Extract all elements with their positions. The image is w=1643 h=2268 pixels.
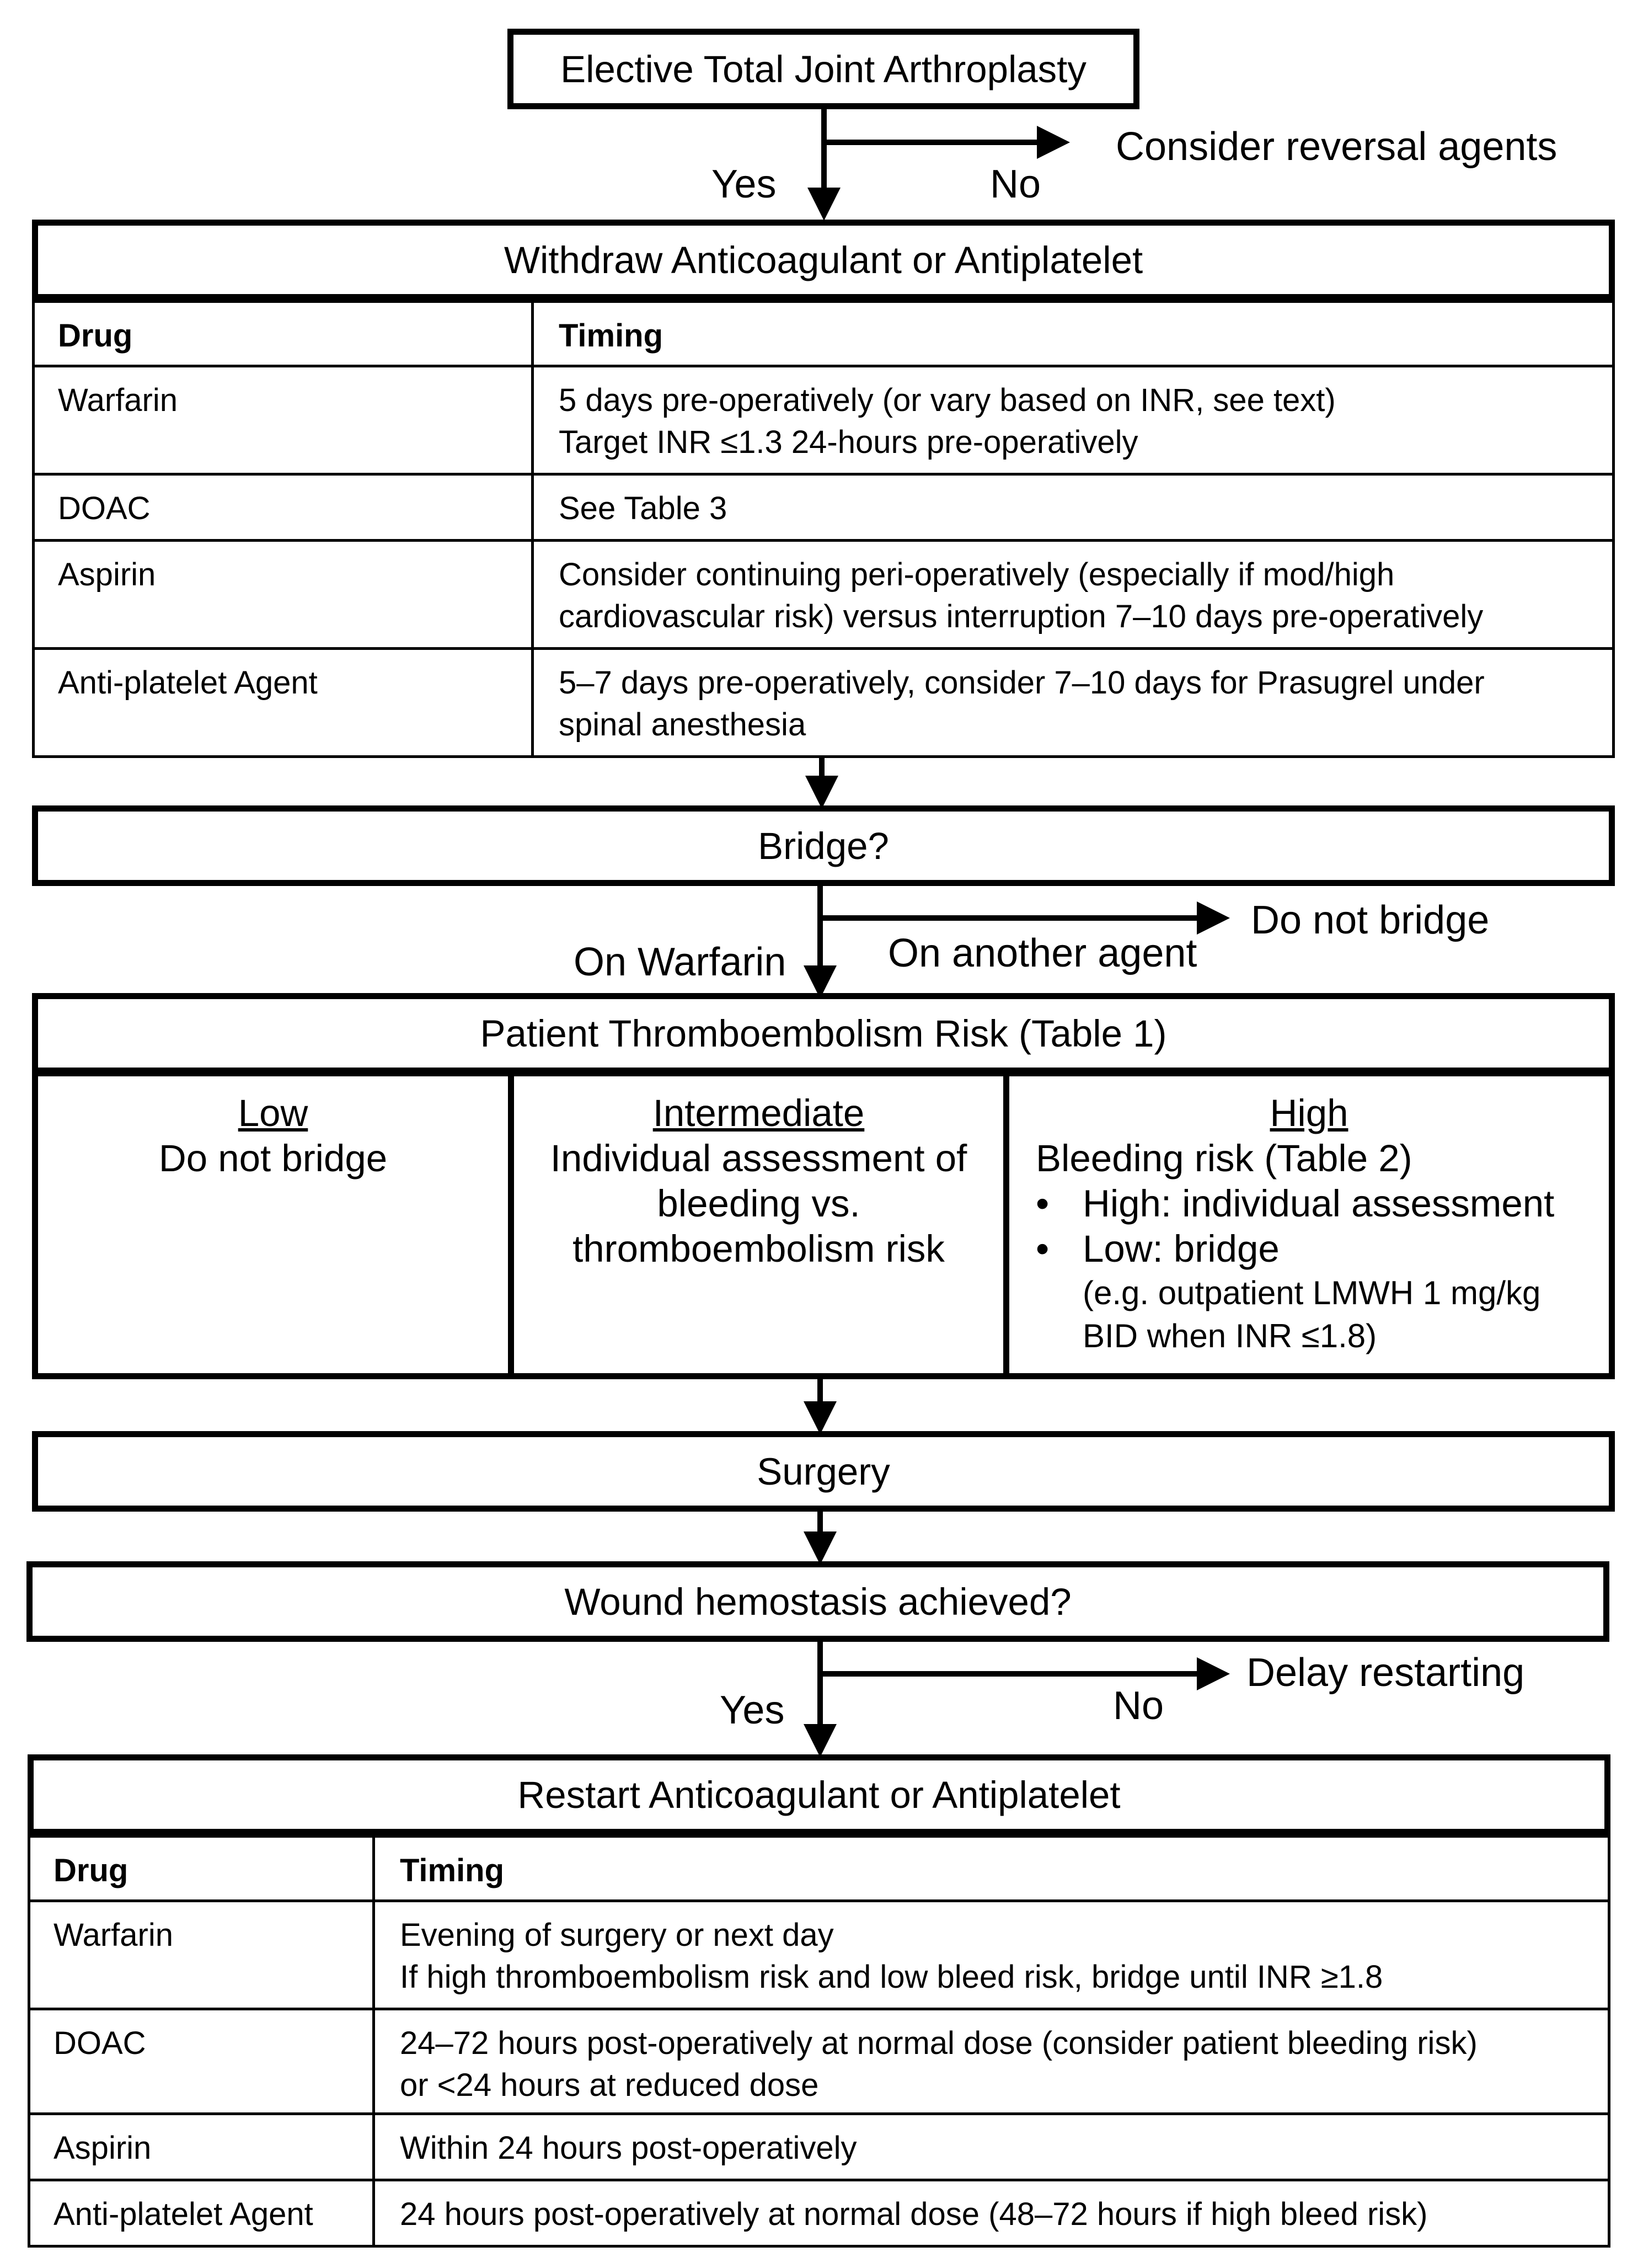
restart-title-box: Restart Anticoagulant or Antiplatelet	[28, 1754, 1610, 1835]
timing-line: or <24 hours at reduced dose	[400, 2067, 819, 2103]
risk-intermediate-box: Intermediate Individual assessment of bl…	[508, 1070, 1009, 1379]
risk-intermediate-line: thromboembolism risk	[572, 1228, 945, 1270]
risk-title-box: Patient Thromboembolism Risk (Table 1)	[32, 993, 1615, 1074]
table-row: DOAC See Table 3	[32, 473, 1615, 542]
table-row: Aspirin Consider continuing peri-operati…	[32, 539, 1615, 650]
restart-title: Restart Anticoagulant or Antiplatelet	[517, 1773, 1121, 1816]
risk-high-intro: Bleeding risk (Table 2)	[1036, 1137, 1412, 1180]
timing-line: 5 days pre-operatively (or vary based on…	[559, 382, 1336, 418]
delay-restarting-label: Delay restarting	[1246, 1651, 1525, 1695]
consider-reversal-label: Consider reversal agents	[1116, 125, 1558, 169]
timing-cell: Within 24 hours post-operatively	[372, 2112, 1610, 2181]
drug-cell: Aspirin	[28, 2112, 375, 2181]
risk-intermediate-line: Individual assessment of	[550, 1137, 967, 1180]
on-warfarin-label: On Warfarin	[574, 940, 786, 984]
timing-cell: See Table 3	[531, 473, 1615, 542]
withdraw-table: Drug Timing Warfarin 5 days pre-operativ…	[32, 300, 1615, 758]
on-another-agent-label: On another agent	[888, 931, 1197, 975]
risk-low-text: Do not bridge	[158, 1137, 388, 1180]
drug-cell: Warfarin	[32, 365, 534, 476]
risk-intermediate-line: bleeding vs.	[657, 1182, 860, 1225]
timing-line: See Table 3	[559, 490, 727, 526]
table-row: DOAC 24–72 hours post-operatively at nor…	[28, 2008, 1610, 2115]
risk-low-heading: Low	[238, 1092, 308, 1134]
timing-cell: Evening of surgery or next day If high t…	[372, 1899, 1610, 2010]
no-label-1: No	[990, 162, 1041, 206]
timing-line: 24 hours post-operatively at normal dose…	[400, 2196, 1428, 2232]
risk-low-box: Low Do not bridge	[32, 1070, 514, 1379]
bridge-label: Bridge?	[758, 824, 889, 867]
risk-high-note-line: (e.g. outpatient LMWH 1 mg/kg	[1083, 1274, 1541, 1311]
risk-high-bullet: Low: bridge	[1036, 1226, 1609, 1272]
withdraw-title: Withdraw Anticoagulant or Antiplatelet	[504, 238, 1143, 281]
timing-cell: 5 days pre-operatively (or vary based on…	[531, 365, 1615, 476]
withdraw-header-drug: Drug	[32, 300, 534, 367]
table-row: Warfarin Evening of surgery or next day …	[28, 1899, 1610, 2010]
risk-high-bullets: High: individual assessment Low: bridge	[1036, 1181, 1609, 1272]
start-label: Elective Total Joint Arthroplasty	[560, 47, 1087, 90]
timing-line: cardiovascular risk) versus interruption…	[559, 599, 1484, 634]
risk-intermediate-heading: Intermediate	[652, 1092, 865, 1134]
table-row: Anti-platelet Agent 24 hours post-operat…	[28, 2179, 1610, 2248]
timing-line: Evening of surgery or next day	[400, 1917, 834, 1953]
timing-line: 24–72 hours post-operatively at normal d…	[400, 2025, 1478, 2061]
drug-cell: DOAC	[32, 473, 534, 542]
yes-label-2: Yes	[720, 1688, 785, 1732]
drug-cell: Anti-platelet Agent	[28, 2179, 375, 2248]
timing-cell: Consider continuing peri-operatively (es…	[531, 539, 1615, 650]
yes-label-1: Yes	[711, 162, 777, 206]
restart-table: Drug Timing Warfarin Evening of surgery …	[28, 1835, 1610, 2248]
risk-high-note-line: BID when INR ≤1.8)	[1083, 1317, 1377, 1354]
restart-header-drug: Drug	[28, 1835, 375, 1902]
hemostasis-box: Wound hemostasis achieved?	[26, 1561, 1609, 1642]
timing-line: Consider continuing peri-operatively (es…	[559, 557, 1395, 593]
risk-high-bullet: High: individual assessment	[1036, 1181, 1609, 1226]
table-row: Aspirin Within 24 hours post-operatively	[28, 2112, 1610, 2181]
timing-line: Target INR ≤1.3 24-hours pre-operatively	[559, 424, 1138, 460]
hemostasis-label: Wound hemostasis achieved?	[564, 1580, 1072, 1623]
timing-line: Within 24 hours post-operatively	[400, 2130, 857, 2166]
risk-high-note: (e.g. outpatient LMWH 1 mg/kg BID when I…	[1036, 1272, 1609, 1358]
bridge-box: Bridge?	[32, 805, 1615, 886]
timing-cell: 24–72 hours post-operatively at normal d…	[372, 2008, 1610, 2115]
table-row: Anti-platelet Agent 5–7 days pre-operati…	[32, 647, 1615, 758]
timing-line: 5–7 days pre-operatively, consider 7–10 …	[559, 665, 1485, 701]
risk-title: Patient Thromboembolism Risk (Table 1)	[480, 1012, 1167, 1055]
timing-cell: 24 hours post-operatively at normal dose…	[372, 2179, 1610, 2248]
risk-high-heading: High	[1270, 1092, 1348, 1134]
withdraw-header-timing: Timing	[531, 300, 1615, 367]
no-label-2: No	[1113, 1684, 1164, 1728]
drug-cell: Aspirin	[32, 539, 534, 650]
start-box: Elective Total Joint Arthroplasty	[507, 29, 1139, 109]
restart-header-timing: Timing	[372, 1835, 1610, 1902]
timing-cell: 5–7 days pre-operatively, consider 7–10 …	[531, 647, 1615, 758]
table-row: Warfarin 5 days pre-operatively (or vary…	[32, 365, 1615, 476]
withdraw-title-box: Withdraw Anticoagulant or Antiplatelet	[32, 220, 1615, 300]
risk-high-box: High Bleeding risk (Table 2) High: indiv…	[1003, 1070, 1615, 1379]
drug-cell: DOAC	[28, 2008, 375, 2115]
drug-cell: Anti-platelet Agent	[32, 647, 534, 758]
do-not-bridge-label: Do not bridge	[1251, 898, 1490, 942]
drug-cell: Warfarin	[28, 1899, 375, 2010]
surgery-label: Surgery	[757, 1450, 890, 1493]
timing-line: If high thromboembolism risk and low ble…	[400, 1959, 1383, 1995]
surgery-box: Surgery	[32, 1431, 1615, 1512]
timing-line: spinal anesthesia	[559, 707, 806, 743]
